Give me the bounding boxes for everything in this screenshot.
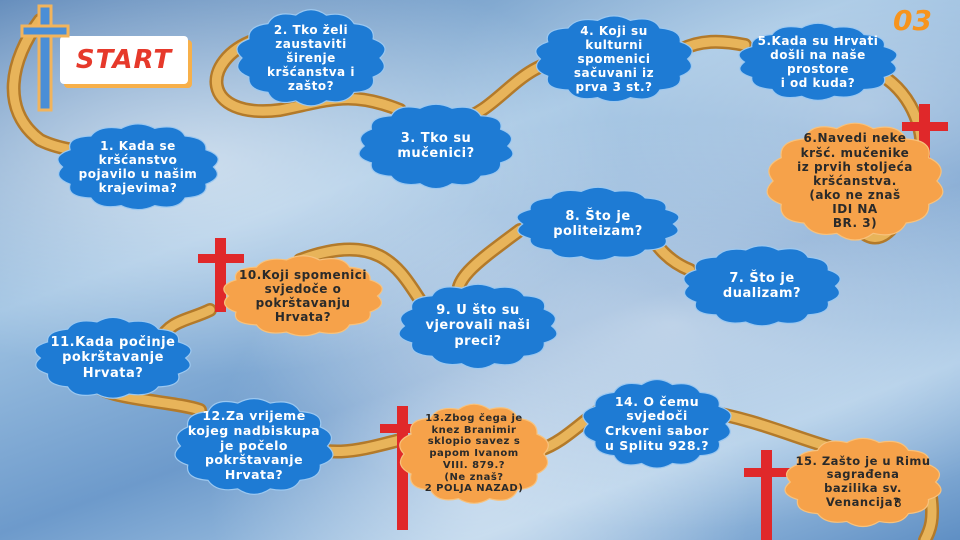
orange-cloud-shape xyxy=(767,123,943,240)
red-cross-icon xyxy=(744,450,790,540)
page-number: 8 xyxy=(894,496,902,510)
station-text: 6.Navedi neke kršć. mučenike iz prvih st… xyxy=(797,131,913,231)
station-text: 11.Kada počinje pokrštavanje Hrvata? xyxy=(50,335,176,381)
station-q13[interactable]: 13.Zbog čega je knez Branimir sklopio sa… xyxy=(398,402,550,506)
station-q4[interactable]: 4. Koji su kulturni spomenici sačuvani i… xyxy=(534,14,694,104)
station-q10[interactable]: 10.Koji spomenici svjedoče o pokrštavanj… xyxy=(222,254,384,338)
slide-number-badge: 03 xyxy=(893,4,932,37)
orange-cloud-shape xyxy=(400,404,549,503)
cloud-background xyxy=(174,396,334,496)
blue-cloud-shape xyxy=(739,23,897,100)
station-q1[interactable]: 1. Kada se kršćanstvo pojavilo u našim k… xyxy=(56,122,220,212)
station-q9[interactable]: 9. U što su vjerovali naši preci? xyxy=(398,282,558,370)
cloud-background xyxy=(56,122,220,212)
cloud-background xyxy=(236,8,386,108)
station-q6[interactable]: 6.Navedi neke kršć. mučenike iz prvih st… xyxy=(766,120,944,242)
start-label: START xyxy=(60,36,188,84)
blue-cloud-shape xyxy=(359,104,513,188)
station-q8[interactable]: 8. Što je politeizam? xyxy=(516,186,680,262)
cloud-background xyxy=(34,316,192,400)
cloud-background xyxy=(516,186,680,262)
station-text: 4. Koji su kulturni spomenici sačuvani i… xyxy=(573,23,655,95)
station-q5[interactable]: 5.Kada su Hrvati došli na naše prostore … xyxy=(738,22,898,102)
station-text: 10.Koji spomenici svjedoče o pokrštavanj… xyxy=(239,267,367,325)
cloud-background xyxy=(398,282,558,370)
orange-cloud-shape xyxy=(224,256,382,336)
cloud-background xyxy=(534,14,694,104)
station-text: 2. Tko želi zaustaviti širenje kršćanstv… xyxy=(267,22,355,94)
cloud-background xyxy=(738,22,898,102)
station-q14[interactable]: 14. O čemu svjedoči Crkveni sabor u Spli… xyxy=(582,378,732,470)
station-q15[interactable]: 15. Zašto je u Rimu sagrađena bazilika s… xyxy=(784,436,942,528)
cloud-background xyxy=(398,402,550,506)
station-text: 5.Kada su Hrvati došli na naše prostore … xyxy=(757,33,879,91)
station-q12[interactable]: 12.Za vrijeme kojeg nadbiskupa je počelo… xyxy=(174,396,334,496)
blue-cloud-shape xyxy=(517,187,679,260)
cloud-background xyxy=(766,120,944,242)
orange-cloud-shape xyxy=(785,438,941,526)
blue-cloud-shape xyxy=(58,124,218,210)
station-q2[interactable]: 2. Tko želi zaustaviti širenje kršćanstv… xyxy=(236,8,386,108)
station-text: 9. U što su vjerovali naši preci? xyxy=(425,303,531,349)
blue-cloud-shape xyxy=(399,284,557,368)
station-text: 12.Za vrijeme kojeg nadbiskupa je počelo… xyxy=(187,408,321,483)
cloud-background xyxy=(358,102,514,190)
station-text: 15. Zašto je u Rimu sagrađena bazilika s… xyxy=(795,453,931,509)
station-text: 13.Zbog čega je knez Branimir sklopio sa… xyxy=(424,412,524,495)
blue-cloud-shape xyxy=(583,379,731,468)
red-cross-icon xyxy=(198,238,244,312)
cloud-background xyxy=(582,378,732,470)
blue-cross-icon xyxy=(20,4,70,112)
station-text: 7. Što je dualizam? xyxy=(722,270,802,301)
station-text: 1. Kada se kršćanstvo pojavilo u našim k… xyxy=(78,138,198,196)
cloud-background xyxy=(784,436,942,528)
blue-cloud-shape xyxy=(237,10,385,106)
station-q3[interactable]: 3. Tko su mučenici? xyxy=(358,102,514,190)
blue-cloud-shape xyxy=(35,317,191,398)
cloud-background xyxy=(222,254,384,338)
blue-cloud-shape xyxy=(684,246,840,326)
station-q11[interactable]: 11.Kada počinje pokrštavanje Hrvata? xyxy=(34,316,192,400)
blue-cloud-shape xyxy=(175,399,333,495)
station-q7[interactable]: 7. Što je dualizam? xyxy=(682,244,842,328)
cloud-background xyxy=(682,244,842,328)
station-text: 3. Tko su mučenici? xyxy=(397,130,475,161)
station-text: 8. Što je politeizam? xyxy=(553,208,643,239)
blue-cloud-shape xyxy=(536,16,692,102)
station-text: 14. O čemu svjedoči Crkveni sabor u Spli… xyxy=(604,393,710,453)
